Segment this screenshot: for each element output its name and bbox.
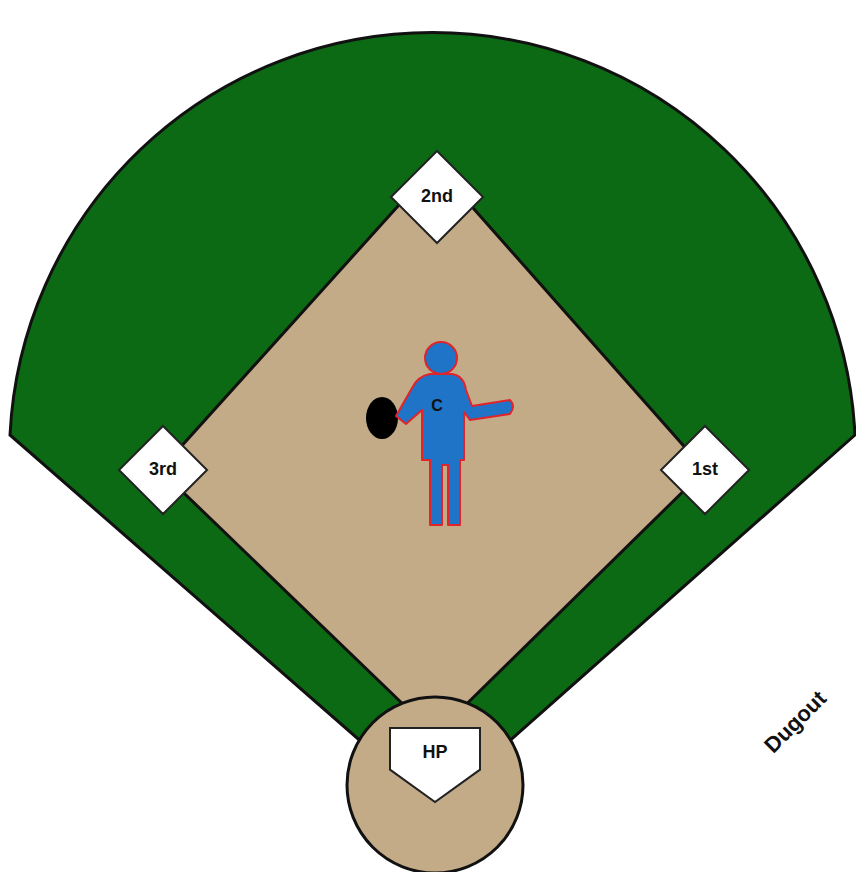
- node-text: 2nd: [421, 187, 453, 207]
- node-text: HP: [422, 743, 447, 763]
- dugout-label: Dugout: [759, 686, 831, 758]
- infield-dirt: [160, 165, 705, 735]
- base-diamond: [119, 426, 207, 514]
- node-shape: [388, 726, 482, 804]
- node-text: C: [431, 397, 443, 415]
- plate-pentagon: [390, 728, 480, 802]
- home-plate: HP: [388, 726, 482, 804]
- node-text: 3rd: [149, 460, 177, 480]
- glove: [366, 397, 398, 439]
- base-diamond: [391, 151, 483, 243]
- outfield-grass: [10, 33, 855, 745]
- node-shape: [360, 340, 520, 530]
- catcher-body: [396, 374, 513, 525]
- field-label: Dugout: [759, 686, 831, 758]
- second-base: 2nd: [389, 149, 485, 245]
- home-circle: [347, 697, 523, 872]
- third-base: 3rd: [117, 424, 209, 516]
- first-base: 1st: [659, 424, 751, 516]
- node-text: 1st: [692, 460, 718, 480]
- base-diamond: [661, 426, 749, 514]
- catcher-head: [425, 342, 457, 374]
- catcher-figure: C: [360, 340, 520, 530]
